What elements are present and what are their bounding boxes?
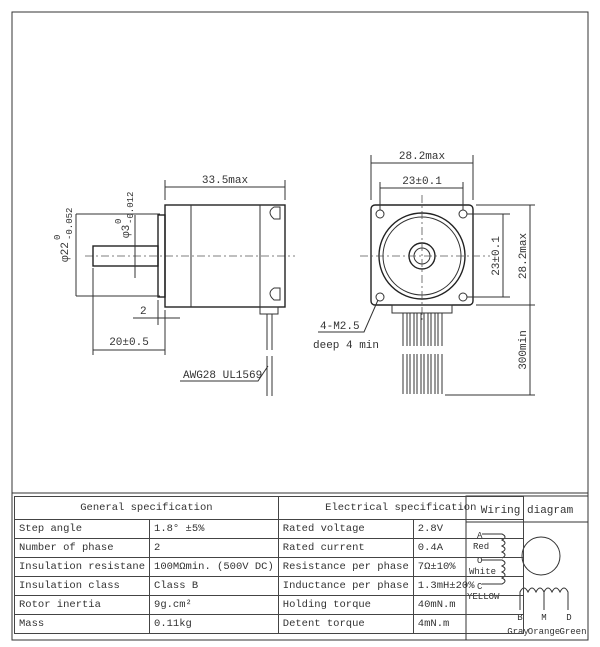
- wire-d: D: [566, 613, 571, 623]
- spec-label: Resistance per phase: [277, 557, 414, 577]
- motor-body: [164, 204, 286, 308]
- spec-table: General specification Electrical specifi…: [13, 496, 524, 634]
- spec-label: Detent torque: [277, 614, 414, 634]
- shaft-dia-dim: φ3: [121, 225, 133, 238]
- width-dim: 28.2max: [399, 151, 446, 163]
- boss-tol: -0.052: [65, 208, 75, 240]
- table-row: Step angle 1.8° ±5% Rated voltage 2.8V: [13, 519, 524, 539]
- spec-value: 1.3mH±20%: [412, 576, 524, 596]
- hole-spacing-h: 23±0.1: [402, 176, 442, 188]
- wire-d-color: Green: [559, 627, 586, 637]
- lead-wires: [402, 313, 443, 394]
- spec-label: Mass: [13, 614, 151, 634]
- general-spec-title: General specification: [14, 496, 279, 520]
- length-dim: 33.5max: [202, 175, 249, 187]
- electrical-spec-title: Electrical specification: [277, 496, 524, 520]
- wire-m-color: Orange: [528, 627, 560, 637]
- spec-label: Holding torque: [277, 595, 414, 615]
- rotor-symbol: [521, 536, 561, 576]
- spec-value: 9g.cm²: [149, 595, 279, 615]
- table-row: Mass 0.11kg Detent torque 4mN.m: [13, 614, 524, 634]
- spec-value: 1.8° ±5%: [149, 519, 279, 539]
- boss-dia-dim: φ22: [60, 242, 72, 262]
- front-view: 28.2max 23±0.1 23±0.1 28.2max 300min 4-M…: [313, 151, 535, 396]
- spec-value: 4mN.m: [412, 614, 524, 634]
- mount-holes: [375, 209, 468, 302]
- spec-value: 2.8V: [412, 519, 524, 539]
- table-row: Number of phase 2 Rated current 0.4A: [13, 538, 524, 558]
- lead-wire: [266, 314, 273, 396]
- height-dim: 28.2max: [518, 233, 530, 280]
- thread-label: 4-M2.5: [320, 321, 360, 333]
- boss-length-dim: 2: [140, 306, 147, 318]
- wire-m: M: [541, 613, 546, 623]
- shaft-tol-upper: 0: [114, 219, 124, 224]
- spec-value: 100MΩmin. (500V DC): [149, 557, 279, 577]
- drawing-frame: [11, 11, 589, 641]
- spec-label: Step angle: [13, 519, 151, 539]
- spec-value: 0.11kg: [149, 614, 279, 634]
- spec-label: Insulation class: [13, 576, 151, 596]
- spec-label: Insulation resistane: [13, 557, 151, 577]
- boss-tol-upper: 0: [53, 235, 63, 240]
- spec-label: Rated voltage: [277, 519, 414, 539]
- shaft-tol: -0.012: [126, 192, 136, 224]
- table-row: Rotor inertia 9g.cm² Holding torque 40mN…: [13, 595, 524, 615]
- spec-label: Number of phase: [13, 538, 151, 558]
- table-row: Insulation class Class B Inductance per …: [13, 576, 524, 596]
- spec-value: 2: [149, 538, 279, 558]
- spec-value: 40mN.m: [412, 595, 524, 615]
- thread-depth: deep 4 min: [313, 340, 379, 352]
- spec-value: Class B: [149, 576, 279, 596]
- shaft-length-dim: 20±0.5: [109, 337, 149, 349]
- table-row: Insulation resistane 100MΩmin. (500V DC)…: [13, 557, 524, 577]
- coil-bmd: [519, 587, 569, 610]
- spec-label: Rated current: [277, 538, 414, 558]
- spec-label: Rotor inertia: [13, 595, 151, 615]
- spec-label: Inductance per phase: [277, 576, 414, 596]
- hole-spacing-v: 23±0.1: [491, 236, 503, 276]
- side-view: 33.5max φ22 -0.052 0 φ3 -0.012 0 2 20±0.…: [53, 175, 295, 396]
- wire-label: AWG28 UL1569: [183, 370, 262, 382]
- spec-value: 0.4A: [412, 538, 524, 558]
- lead-length-dim: 300min: [518, 330, 530, 370]
- spec-value: 7Ω±10%: [412, 557, 524, 577]
